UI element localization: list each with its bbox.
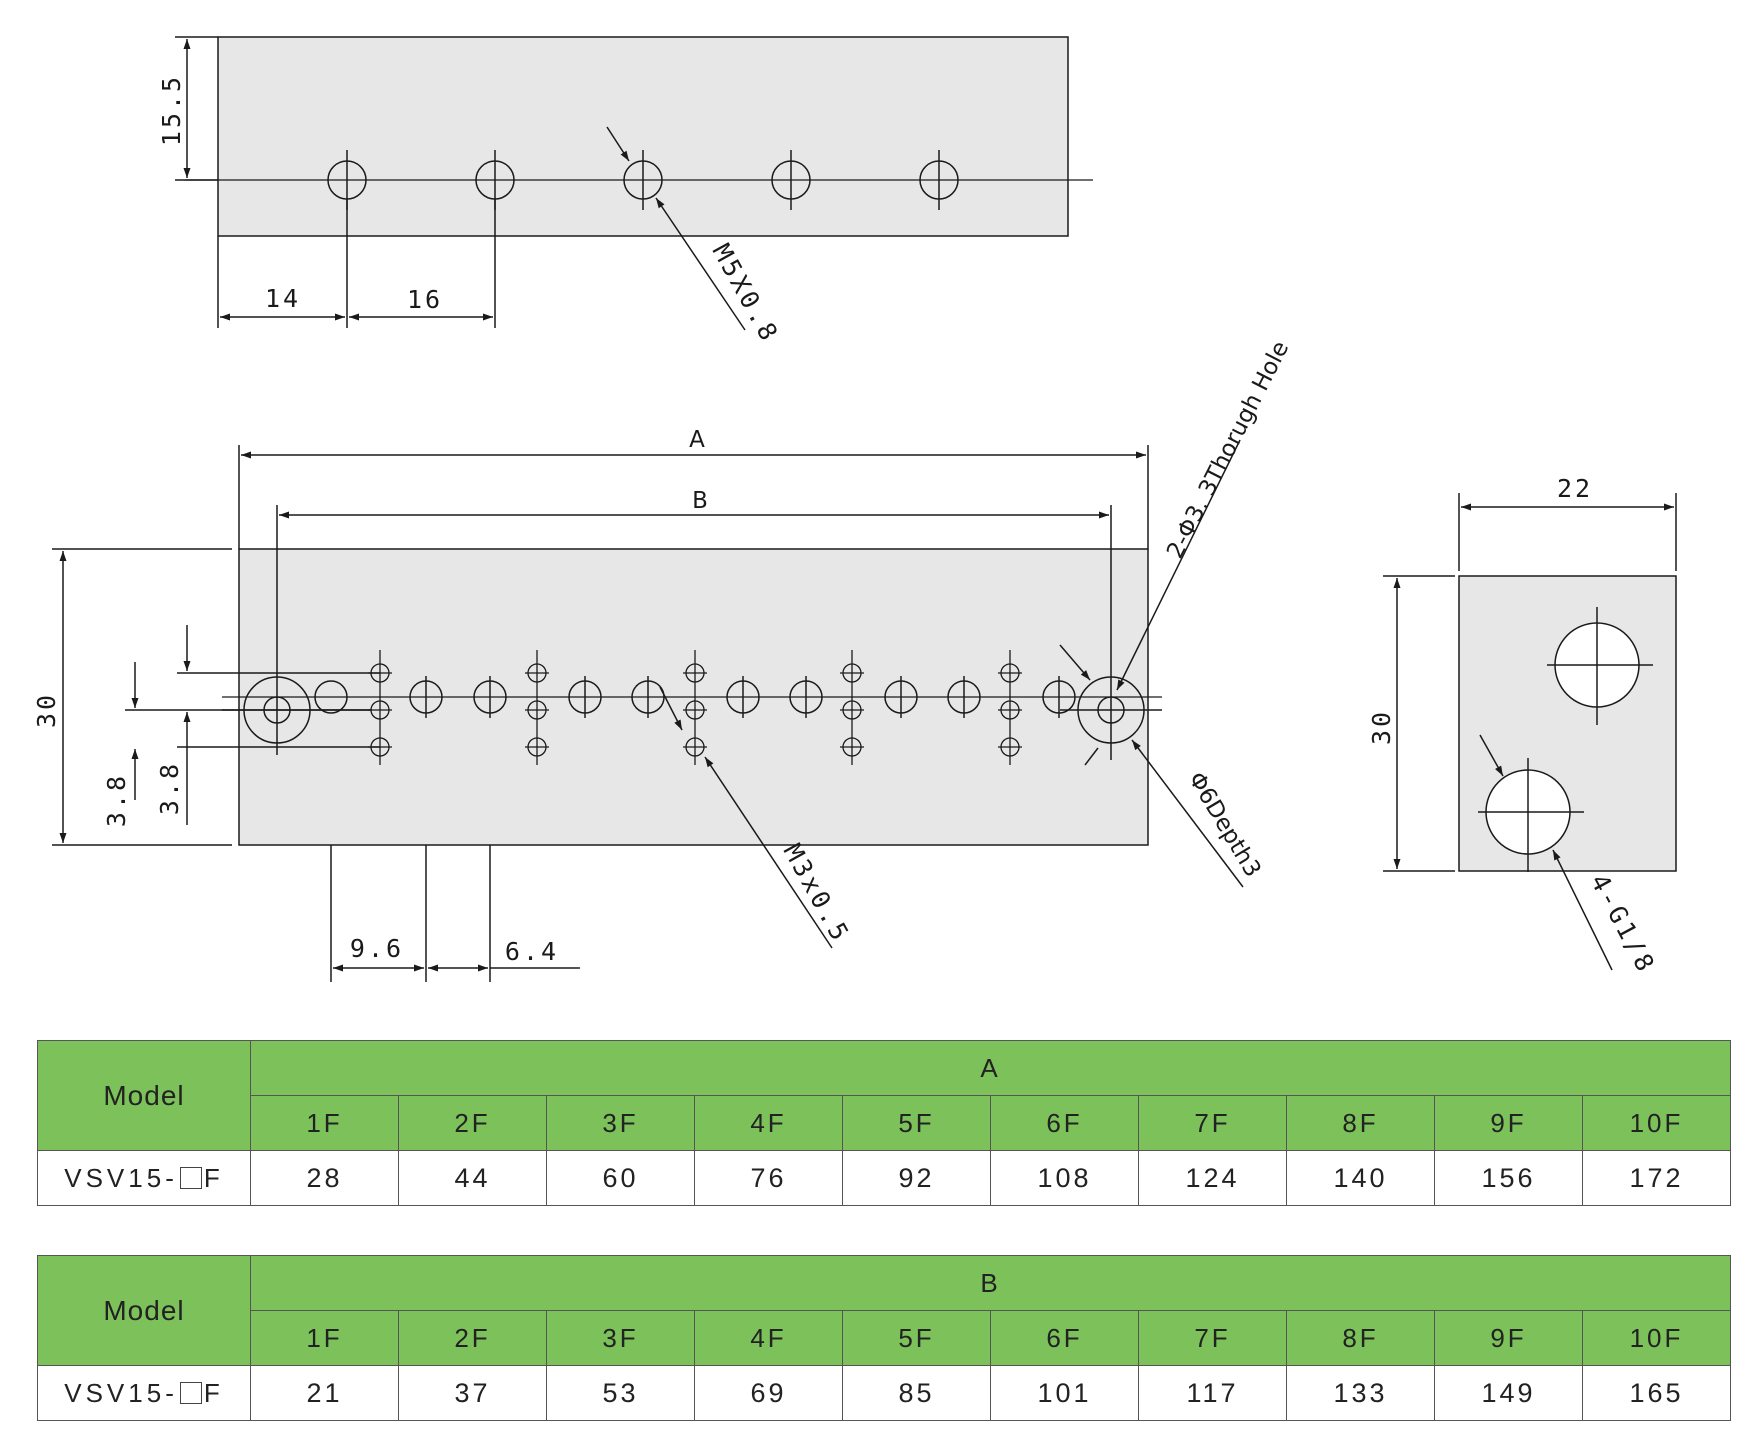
g-port-label: 4-G1/8: [1585, 869, 1661, 978]
counterbore-leader-outer: [1059, 644, 1091, 681]
table-b-model-header: Model: [37, 1255, 251, 1366]
dim-9-6-label: 9.6: [350, 934, 404, 963]
front-port-holes: [314, 676, 1076, 718]
table-a-model-header: Model: [37, 1040, 251, 1151]
side-view: [1383, 493, 1677, 971]
table-a-group-header: A: [250, 1040, 1731, 1096]
dim-3-8-outer-label: 3.8: [102, 773, 131, 827]
through-hole-label: 2-Φ3. 3Thorugh Hole: [1162, 337, 1294, 563]
dim-a-label: A: [689, 427, 705, 453]
m3-thread-label: M3x0.5: [778, 839, 856, 948]
m3-leader-outer: [659, 686, 683, 731]
m5-thread-label: M5X0.8: [707, 239, 785, 348]
dim-30-front-label: 30: [32, 692, 61, 728]
table-row: VSV15-F 28 44 60 76 92 108 124 140 156 1…: [37, 1150, 1731, 1206]
table-b-column-headers: 1F 2F 3F 4F 5F 6F 7F 8F 9F 10F: [38, 1310, 1731, 1366]
g-port-leader-outer: [1479, 734, 1504, 777]
placeholder-box-icon: [179, 1381, 202, 1404]
dim-16-label: 16: [407, 285, 443, 314]
dimension-table-a: Model A 1F 2F 3F 4F 5F 6F 7F 8F 9F 10F V…: [37, 1040, 1731, 1206]
dim-3-8-inner-label: 3.8: [155, 761, 184, 815]
top-view: [175, 36, 1093, 331]
table-a-column-headers: 1F 2F 3F 4F 5F 6F 7F 8F 9F 10F: [38, 1095, 1731, 1151]
table-b-model-cell: VSV15-F: [37, 1365, 251, 1421]
dim-6-4-label: 6.4: [505, 937, 559, 966]
table-b-group-header: B: [250, 1255, 1731, 1311]
dim-15-5-label: 15.5: [157, 74, 186, 146]
technical-drawing: 15.5 14 16 M5X0.8: [32, 36, 1677, 982]
m5-leader-outer: [606, 126, 630, 162]
g-port-leader: [1552, 849, 1613, 971]
dimension-table-b: Model B 1F 2F 3F 4F 5F 6F 7F 8F 9F 10F V…: [37, 1255, 1731, 1421]
m3-leader: [704, 756, 833, 949]
placeholder-box-icon: [179, 1166, 202, 1189]
dim-30-side-label: 30: [1367, 709, 1396, 745]
m3-hole-columns: [368, 650, 1022, 765]
table-row: VSV15-F 21 37 53 69 85 101 117 133 149 1…: [37, 1365, 1731, 1421]
through-hole-leader: [1116, 439, 1241, 691]
dim-22-label: 22: [1557, 474, 1593, 503]
dim-b-label: B: [692, 488, 708, 514]
table-a-model-cell: VSV15-F: [37, 1150, 251, 1206]
dim-14-label: 14: [265, 284, 301, 313]
counterbore-leader: [1131, 739, 1244, 888]
front-view: [52, 439, 1244, 982]
m5-leader: [655, 197, 746, 331]
